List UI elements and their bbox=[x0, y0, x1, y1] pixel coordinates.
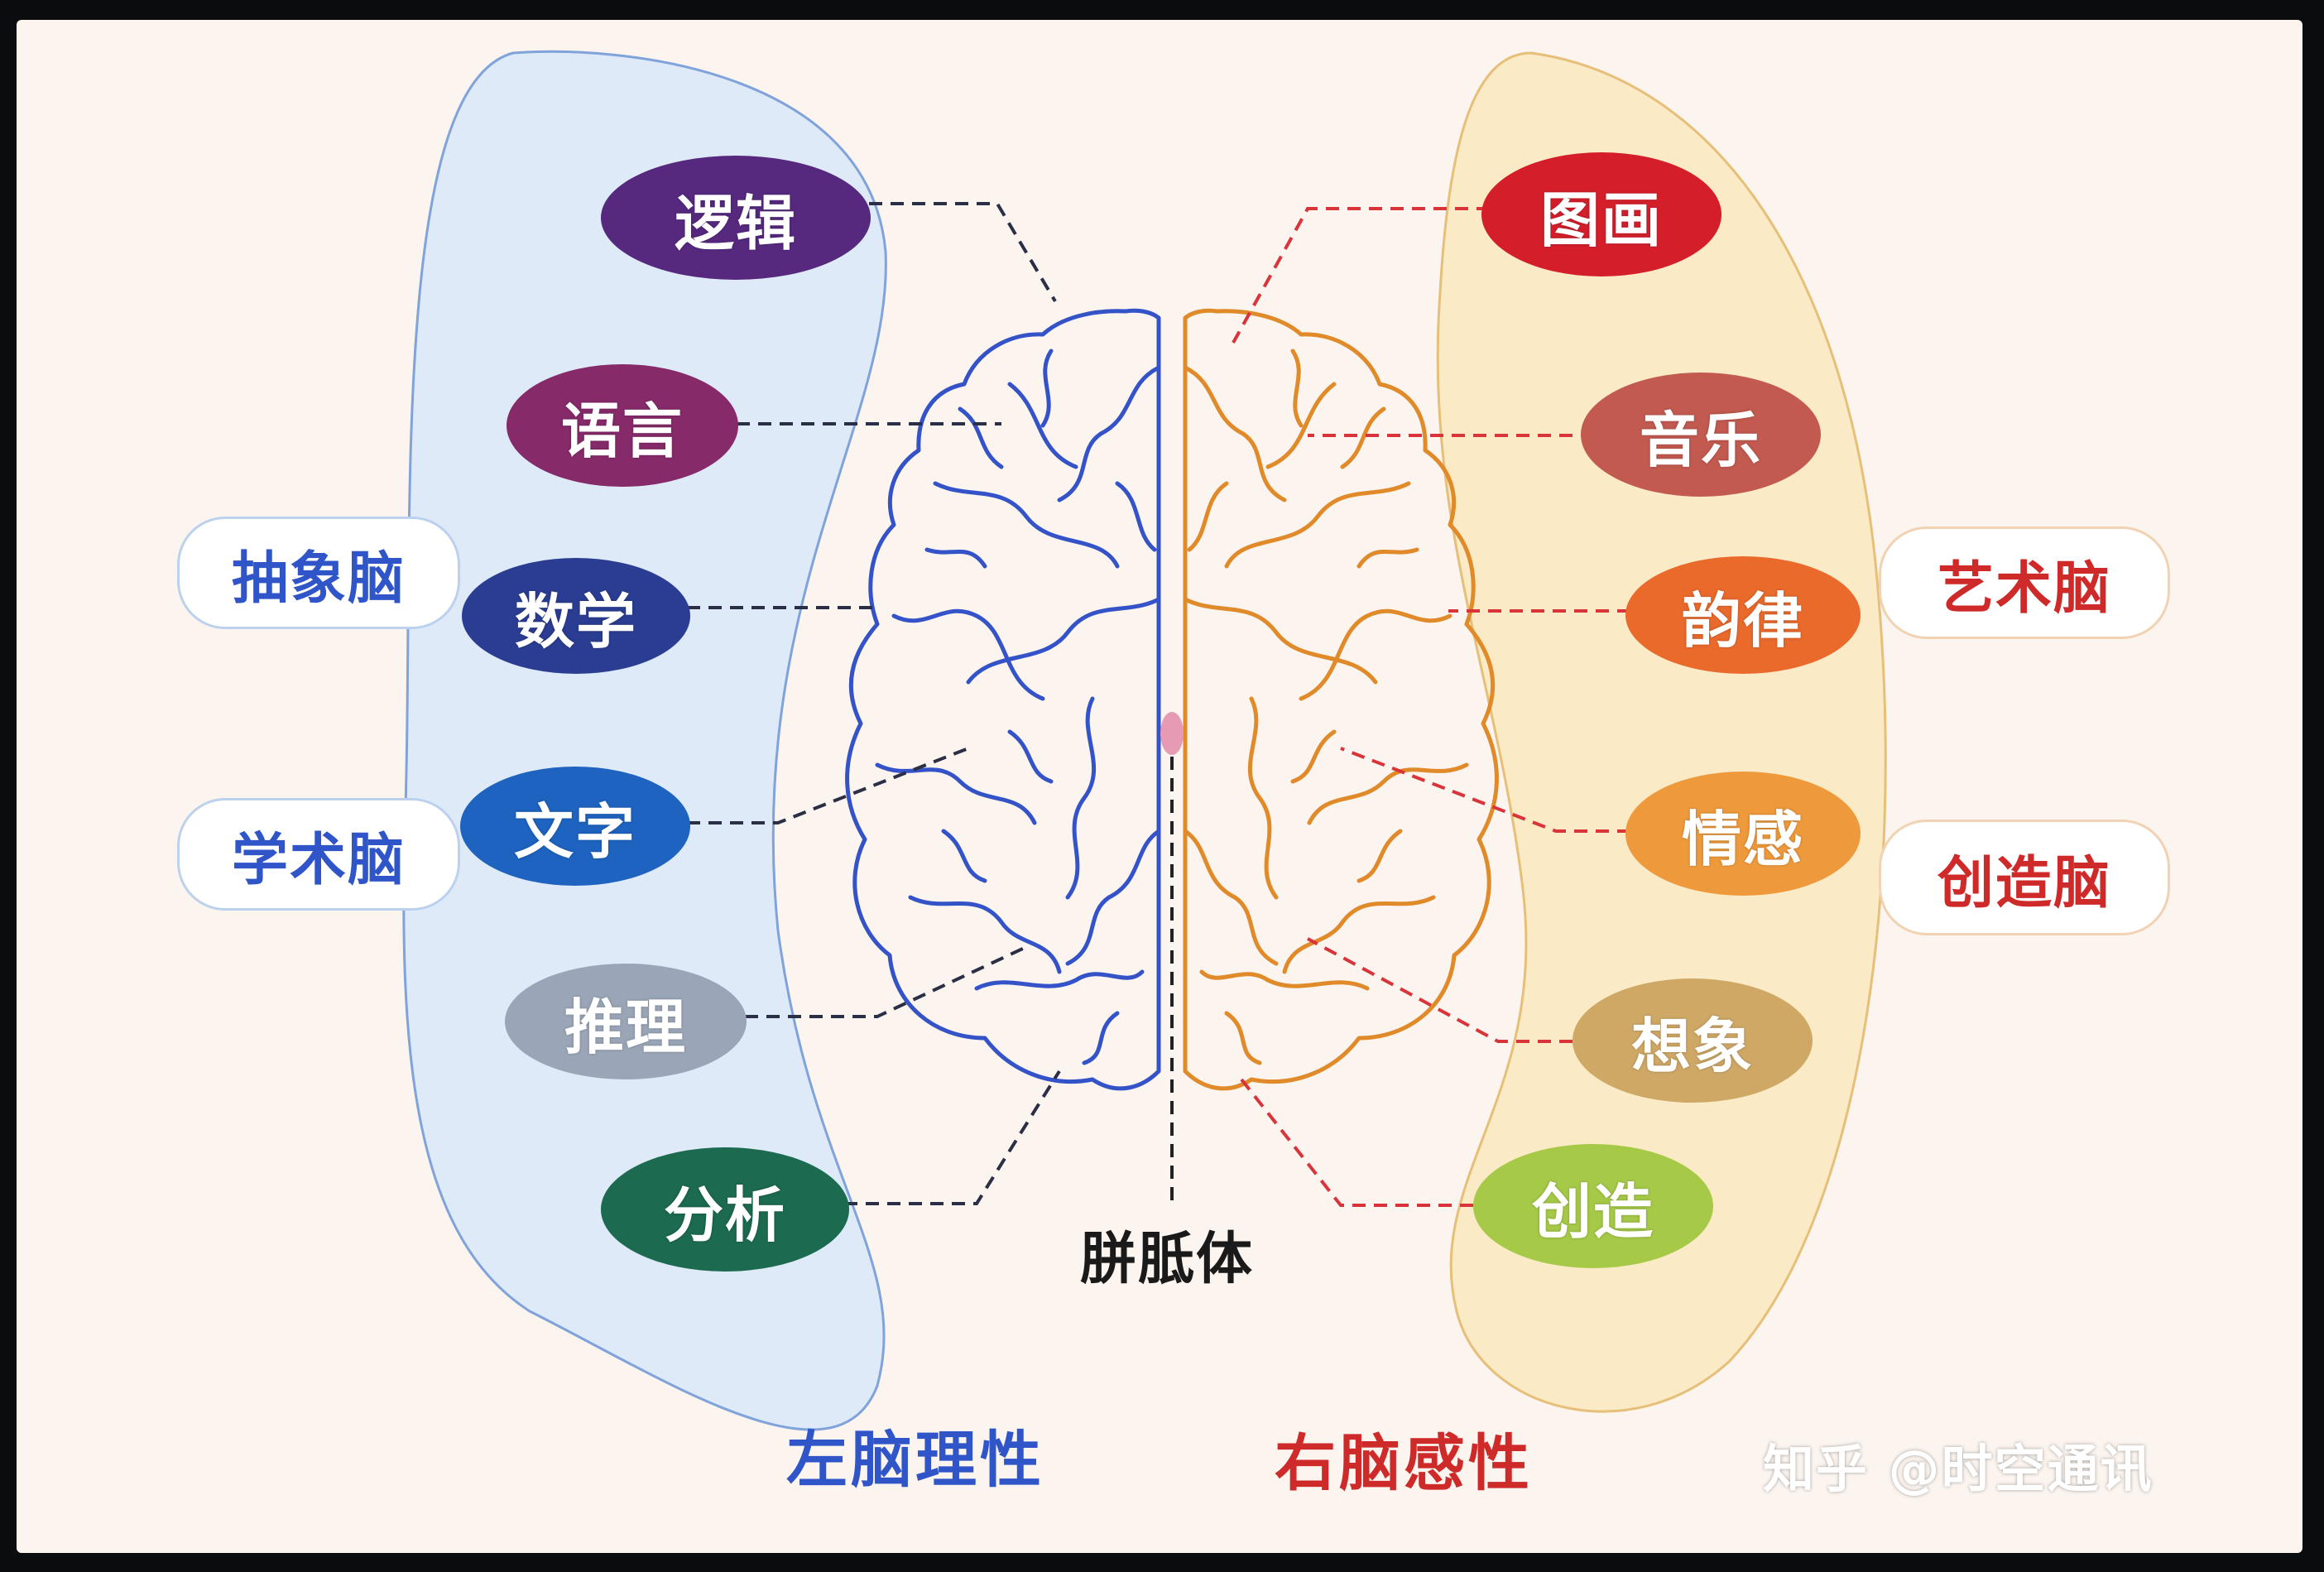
left-hemisphere bbox=[845, 308, 1161, 1091]
node-reasoning: 推理 bbox=[505, 964, 747, 1079]
node-language: 语言 bbox=[507, 364, 738, 487]
node-analysis: 分析 bbox=[601, 1147, 849, 1272]
node-math: 数学 bbox=[462, 558, 690, 674]
right-hemisphere bbox=[1183, 308, 1499, 1091]
corpus-callosum-label: 胼胝体 bbox=[1079, 1226, 1254, 1292]
brain-diagram: 逻辑 语言 数学 文字 推理 分析 图画 音乐 韵律 情感 想象 创造 抽象脑 … bbox=[17, 20, 2302, 1553]
node-rhythm: 韵律 bbox=[1625, 556, 1861, 674]
tag-academic-brain: 学术脑 bbox=[177, 798, 460, 911]
corpus-callosum-marker bbox=[1160, 712, 1184, 755]
tag-art-brain: 艺术脑 bbox=[1879, 526, 2170, 639]
node-emotion: 情感 bbox=[1625, 772, 1861, 896]
left-caption: 左脑理性 bbox=[786, 1425, 1044, 1496]
node-creation: 创造 bbox=[1473, 1144, 1713, 1268]
right-caption: 右脑感性 bbox=[1275, 1428, 1533, 1499]
node-imagination: 想象 bbox=[1573, 978, 1813, 1103]
node-music: 音乐 bbox=[1581, 373, 1821, 497]
watermark: 知乎 @时空通讯 bbox=[1763, 1439, 2154, 1499]
tag-creative-brain: 创造脑 bbox=[1879, 820, 2170, 935]
left-connectors bbox=[687, 202, 1061, 1205]
right-connectors bbox=[1232, 207, 1630, 1207]
tag-abstract-brain: 抽象脑 bbox=[177, 517, 460, 629]
diagram-graphics bbox=[402, 50, 1887, 1431]
node-logic: 逻辑 bbox=[601, 156, 871, 280]
node-text: 文字 bbox=[460, 767, 690, 886]
node-drawing: 图画 bbox=[1481, 152, 1721, 276]
